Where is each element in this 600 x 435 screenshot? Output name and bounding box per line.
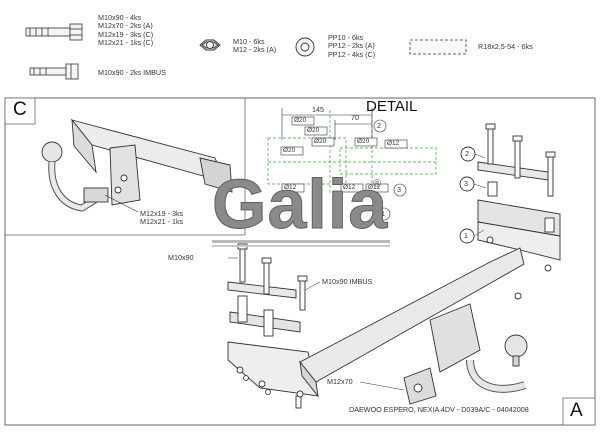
label-m10x90: M10x90 [168,253,194,262]
view-c-bolts: M12x19 - 3ks M12x21 - 1ks [140,209,184,227]
registered-mark: ® [373,178,382,190]
hole-label: Ø12 [368,184,381,191]
view-c-hitch [41,118,233,212]
bolt-line: M12x19 - 3ks (C) [98,29,154,39]
label-m10x90-imbus: M10x90 IMBUS [322,277,373,286]
detail-title: DETAIL [366,98,418,115]
hole-label: Ø20 [294,117,307,124]
galia-logo [212,240,390,247]
galia-logo-text: Galia [211,165,389,243]
detail-drawing [267,108,437,221]
label-m12x70: M12x70 [327,377,353,386]
bolt-icon [25,23,83,41]
main-callout: 2 [465,149,469,158]
bolt-line: M12x21 - 1ks (C) [98,38,154,48]
main-assembly [227,123,561,409]
imbus-bolt-label: M10x90 - 2ks IMBUS [98,68,166,77]
view-a-letter: A [570,400,583,421]
nut-list: M10 - 6ks M12 - 2ks (A) [233,37,277,55]
washer-line: PP10 - 6ks [328,33,364,42]
view-c-letter: C [13,99,27,120]
main-callout: 3 [464,179,468,188]
washer-list: PP10 - 6ks PP12 - 2ks (A) PP12 - 4ks (C) [328,33,376,59]
hole-label: Ø20 [307,127,320,134]
bolt-line: M10x90 - 4ks [98,13,142,22]
view-c-bolt-line: M12x21 - 1ks [140,217,184,227]
spacer-icon [409,39,467,55]
detail-callout: 2 [377,121,381,130]
hole-label: Ø12 [343,184,356,191]
dim-70: 70 [351,113,359,122]
hole-label: Ø20 [314,138,327,145]
washer-icon [295,37,315,57]
hole-label: Ø12 [284,184,297,191]
spacer-label: R18x2,5-54 - 6ks [478,42,533,51]
detail-callout: 3 [397,185,401,194]
hole-label: Ø12 [387,140,400,147]
nut-line: M12 - 2ks (A) [233,45,277,55]
main-frame [4,97,596,426]
drawing-footer: DAEWOO ESPERO, NEXIA 4DV - D039A/C - 040… [349,405,529,414]
nut-line: M10 - 6ks [233,37,265,46]
hole-label: Ø20 [283,147,296,154]
dim-145: 145 [312,105,324,114]
detail-callout: 1 [381,209,385,218]
imbus-bolt-icon [29,63,79,80]
bolt-line: M12x70 - 2ks (A) [98,21,153,31]
washer-line: PP12 - 4ks (C) [328,49,376,59]
main-callout: 1 [464,231,468,240]
washer-line: PP12 - 2ks (A) [328,41,375,51]
bolt-list: M10x90 - 4ks M12x70 - 2ks (A) M12x19 - 3… [98,13,154,48]
view-c-bolt-line: M12x19 - 3ks [140,209,184,218]
hole-label: Ø20 [357,138,370,145]
nut-icon [199,39,221,51]
